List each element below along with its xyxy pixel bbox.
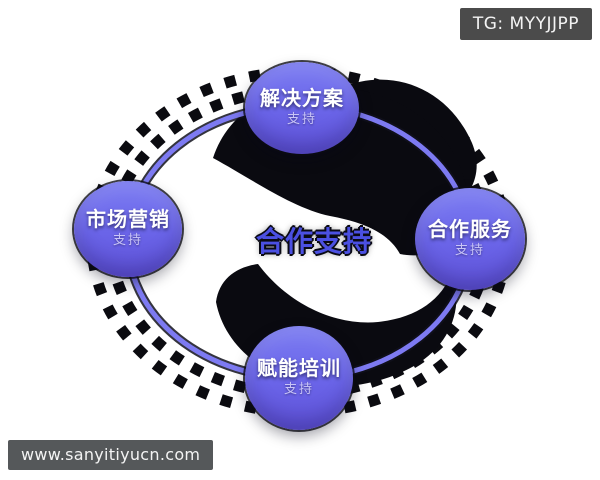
node-marketing-circle: 市场营销 支持 xyxy=(74,181,182,277)
website-badge: www.sanyitiyucn.com xyxy=(8,440,214,470)
node-marketing-subtitle: 支持 xyxy=(112,233,143,248)
node-marketing-title: 市场营销 xyxy=(86,207,170,231)
node-training-circle: 赋能培训 支持 xyxy=(245,326,353,430)
node-solutions-circle: 解决方案 支持 xyxy=(245,62,359,154)
node-solutions-title: 解决方案 xyxy=(260,86,344,110)
telegram-badge: TG: MYYJJPP xyxy=(459,8,592,40)
node-services-title: 合作服务 xyxy=(428,217,512,241)
node-services-subtitle: 支持 xyxy=(454,243,485,258)
node-training-title: 赋能培训 xyxy=(257,356,341,380)
diagram-center-title: 合作支持 xyxy=(255,225,372,258)
node-training-subtitle: 支持 xyxy=(283,382,314,397)
node-solutions-subtitle: 支持 xyxy=(286,112,317,127)
node-services-circle: 合作服务 支持 xyxy=(415,188,525,290)
